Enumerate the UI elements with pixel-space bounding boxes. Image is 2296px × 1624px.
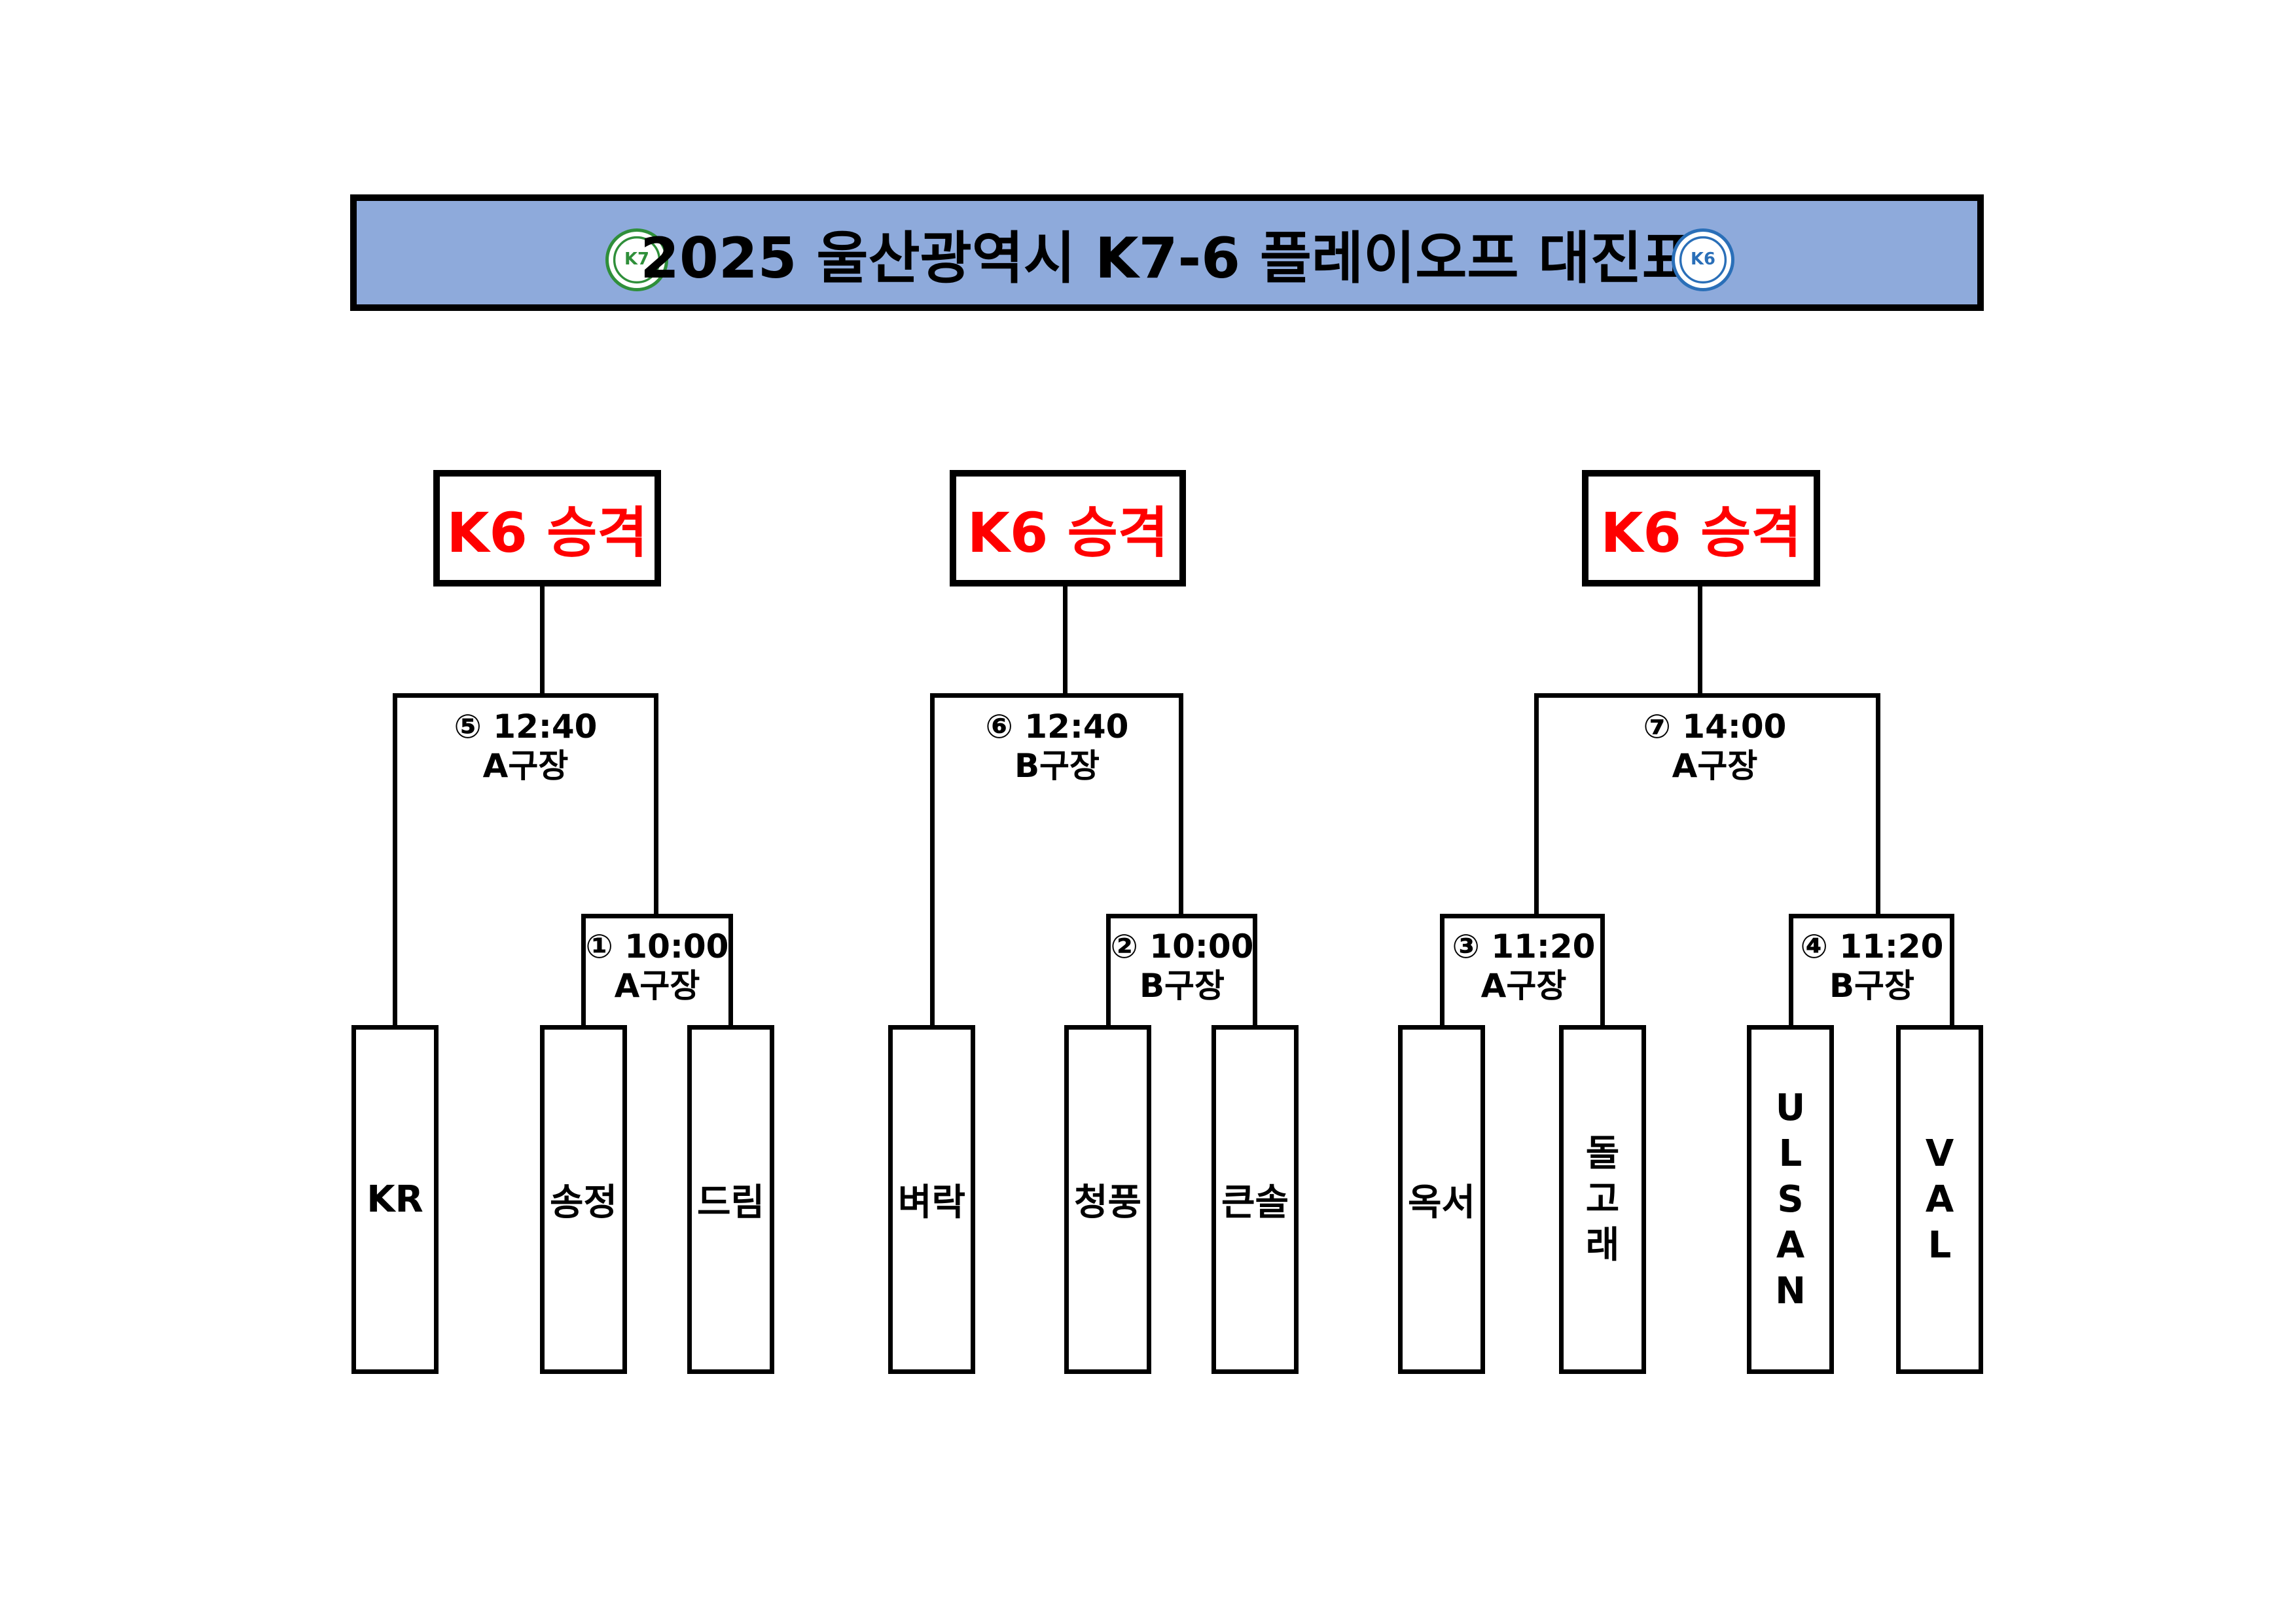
- match-time: ③ 11:20: [1452, 928, 1596, 965]
- promotion-box-2: K6 승격: [950, 470, 1186, 586]
- team-box: 벼락: [888, 1025, 975, 1374]
- bracket-line: [1106, 914, 1257, 918]
- bracket-line: [1600, 914, 1605, 1026]
- match-field: A구장: [614, 967, 700, 1005]
- team-box: KR: [351, 1025, 439, 1374]
- match-label-5: ⑤ 12:40 A구장: [419, 707, 632, 785]
- promotion-box-3: K6 승격: [1582, 470, 1820, 586]
- bracket-line: [654, 693, 658, 916]
- bracket-line: [930, 693, 935, 1026]
- bracket-line: [393, 693, 658, 698]
- k7-league-logo: K7: [605, 228, 668, 291]
- match-field: A구장: [1480, 967, 1567, 1005]
- match-label-4: ④ 11:20 B구장: [1791, 927, 1953, 1005]
- bracket-line: [581, 914, 586, 1026]
- team-name: 청풍: [1073, 1182, 1142, 1224]
- bracket-line: [930, 693, 1183, 698]
- match-field: B구장: [1139, 967, 1225, 1005]
- svg-text:K6: K6: [1691, 249, 1715, 269]
- match-field: A구장: [1672, 747, 1758, 785]
- team-name: 큰솔: [1221, 1182, 1289, 1224]
- match-field: B구장: [1829, 967, 1915, 1005]
- page-title: 2025 울산광역시 K7-6 플레이오프 대진표: [640, 225, 1694, 291]
- bracket-line: [1534, 693, 1539, 916]
- team-name: 벼락: [897, 1182, 966, 1224]
- team-name: 송정: [549, 1182, 618, 1224]
- match-label-3: ③ 11:20 A구장: [1443, 927, 1604, 1005]
- bracket-line: [1698, 586, 1702, 695]
- team-name: 드림: [696, 1182, 765, 1224]
- match-time: ⑥ 12:40: [985, 708, 1129, 746]
- bracket-line: [540, 586, 545, 695]
- match-label-6: ⑥ 12:40 B구장: [949, 707, 1165, 785]
- bracket-line: [1253, 914, 1257, 1026]
- team-box: 드림: [687, 1025, 774, 1374]
- bracket-line: [1876, 693, 1880, 916]
- match-time: ⑦ 14:00: [1643, 708, 1787, 746]
- bracket-line: [1106, 914, 1111, 1026]
- bracket-line: [1179, 693, 1183, 916]
- bracket-line: [1950, 914, 1954, 1026]
- svg-text:K7: K7: [624, 249, 649, 269]
- match-label-1: ① 10:00 A구장: [580, 927, 734, 1005]
- team-box: 옥서: [1398, 1025, 1485, 1374]
- match-time: ① 10:00: [585, 928, 729, 965]
- team-box: ULSAN: [1747, 1025, 1834, 1374]
- team-box: 청풍: [1064, 1025, 1151, 1374]
- bracket-line: [1789, 914, 1954, 918]
- team-box: 큰솔: [1211, 1025, 1299, 1374]
- team-name: KR: [367, 1178, 423, 1221]
- bracket-line: [728, 914, 733, 1026]
- match-field: B구장: [1014, 747, 1100, 785]
- team-box: VAL: [1896, 1025, 1983, 1374]
- match-field: A구장: [482, 747, 569, 785]
- bracket-line: [1440, 914, 1605, 918]
- k6-league-logo: K6: [1672, 228, 1734, 291]
- match-time: ④ 11:20: [1800, 928, 1944, 965]
- team-box: 송정: [540, 1025, 627, 1374]
- bracket-line: [1534, 693, 1880, 698]
- team-box: 돌고래: [1559, 1025, 1646, 1374]
- bracket-line: [393, 693, 397, 1026]
- team-name: ULSAN: [1775, 1086, 1806, 1312]
- bracket-line: [581, 914, 733, 918]
- bracket-line: [1440, 914, 1444, 1026]
- match-time: ② 10:00: [1110, 928, 1254, 965]
- title-banner: K7 2025 울산광역시 K7-6 플레이오프 대진표 K6: [350, 194, 1984, 311]
- match-label-7: ⑦ 14:00 A구장: [1584, 707, 1846, 785]
- bracket-line: [1063, 586, 1067, 695]
- match-label-2: ② 10:00 B구장: [1105, 927, 1259, 1005]
- team-name: VAL: [1925, 1132, 1954, 1267]
- team-name: 돌고래: [1585, 1132, 1620, 1267]
- bracket-line: [1789, 914, 1793, 1026]
- promotion-box-1: K6 승격: [433, 470, 661, 586]
- match-time: ⑤ 12:40: [454, 708, 598, 746]
- team-name: 옥서: [1407, 1182, 1476, 1224]
